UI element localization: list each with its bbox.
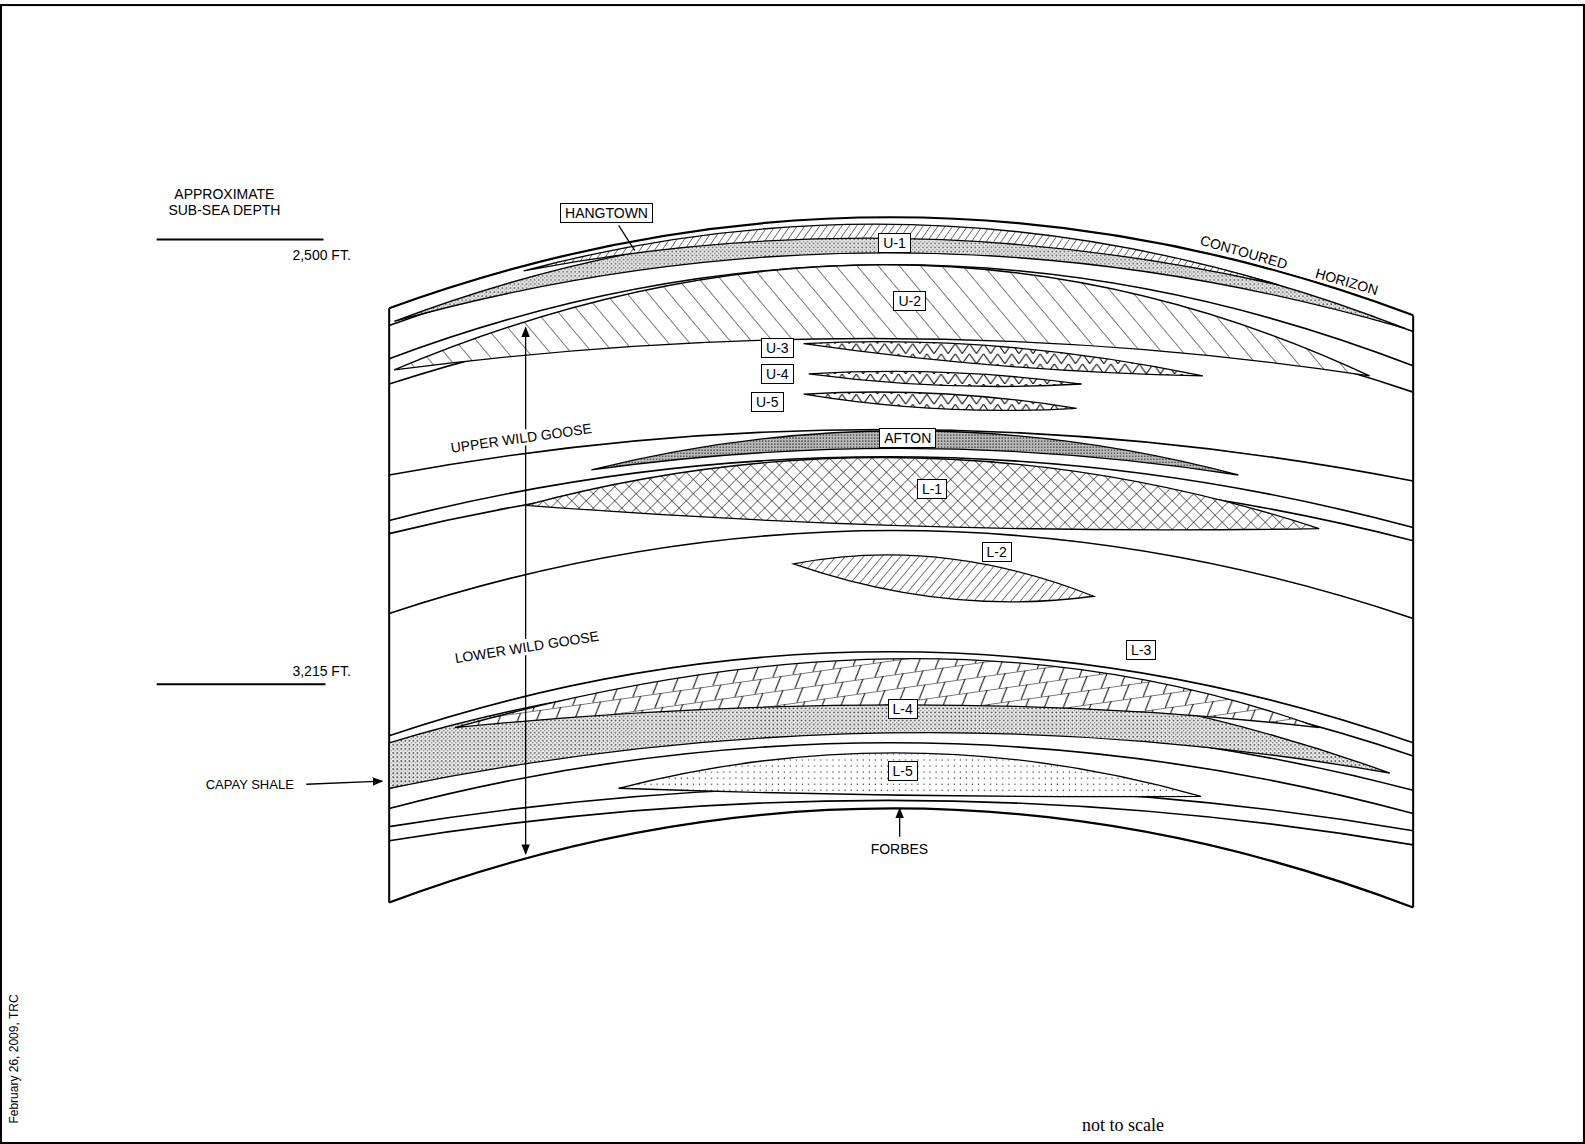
- formation-label: FORBES: [869, 841, 931, 857]
- unit-label-box: L-3: [1126, 640, 1156, 660]
- depth-value: 3,215 FT.: [290, 663, 352, 679]
- unit-name: L-1: [922, 481, 942, 497]
- unit-label-box: HANGTOWN: [560, 203, 653, 223]
- unit-name: L-2: [987, 544, 1007, 560]
- unit-name: U-1: [883, 235, 906, 251]
- section-edge: [1412, 315, 1414, 907]
- section-edge: [388, 308, 390, 902]
- unit-name: L-4: [893, 701, 913, 717]
- unit-label-box: L-2: [982, 542, 1012, 562]
- section-graphic: [389, 808, 1413, 907]
- depth-heading: APPROXIMATE SUB-SEA DEPTH: [163, 186, 285, 218]
- section-graphic: [455, 659, 1319, 728]
- interval-arrow: [525, 327, 526, 854]
- unit-label-box: U-3: [761, 338, 794, 358]
- unit-label-box: U-1: [878, 233, 911, 253]
- leader-arrow: [306, 781, 382, 784]
- unit-name: U-2: [898, 293, 921, 309]
- depth-line: [157, 239, 324, 241]
- section-graphic: [389, 531, 1413, 619]
- unit-name: HANGTOWN: [565, 205, 648, 221]
- unit-name: U-5: [756, 394, 779, 410]
- depth-value: 2,500 FT.: [290, 247, 352, 263]
- depth-line: [157, 683, 326, 685]
- scale-note: not to scale: [1080, 1115, 1166, 1136]
- section-graphic: [804, 392, 1077, 410]
- section-graphic: [804, 342, 1203, 376]
- unit-label-box: U-4: [761, 364, 794, 384]
- unit-label-box: L-4: [888, 699, 918, 719]
- formation-label: UPPER WILD GOOSE: [447, 420, 594, 456]
- section-graphic: [619, 753, 1201, 797]
- unit-label-box: AFTON: [879, 428, 936, 448]
- leader-arrow: [899, 808, 900, 836]
- unit-name: L-3: [1131, 642, 1151, 658]
- sand-lenses: [389, 224, 1405, 797]
- formation-label: LOWER WILD GOOSE: [452, 627, 602, 666]
- section-graphic: [809, 371, 1082, 386]
- section-graphic: [389, 800, 1413, 844]
- section-graphic: [794, 555, 1094, 602]
- formation-label: CAPAY SHALE: [204, 777, 296, 792]
- unit-label-box: L-1: [917, 479, 947, 499]
- date-stamp: February 26, 2009, TRC: [6, 993, 20, 1126]
- leader-line: [619, 225, 635, 250]
- unit-name: AFTON: [884, 430, 931, 446]
- unit-label-box: L-5: [888, 761, 918, 781]
- unit-label-box: U-5: [751, 392, 784, 412]
- unit-name: L-5: [893, 763, 913, 779]
- page-frame: [1, 5, 1584, 1143]
- unit-label-box: U-2: [893, 291, 926, 311]
- section-graphic: [526, 457, 1320, 529]
- section-graphic: [394, 265, 1369, 376]
- layer-lines: [389, 217, 1413, 907]
- unit-name: U-3: [766, 340, 789, 356]
- unit-name: U-4: [766, 366, 789, 382]
